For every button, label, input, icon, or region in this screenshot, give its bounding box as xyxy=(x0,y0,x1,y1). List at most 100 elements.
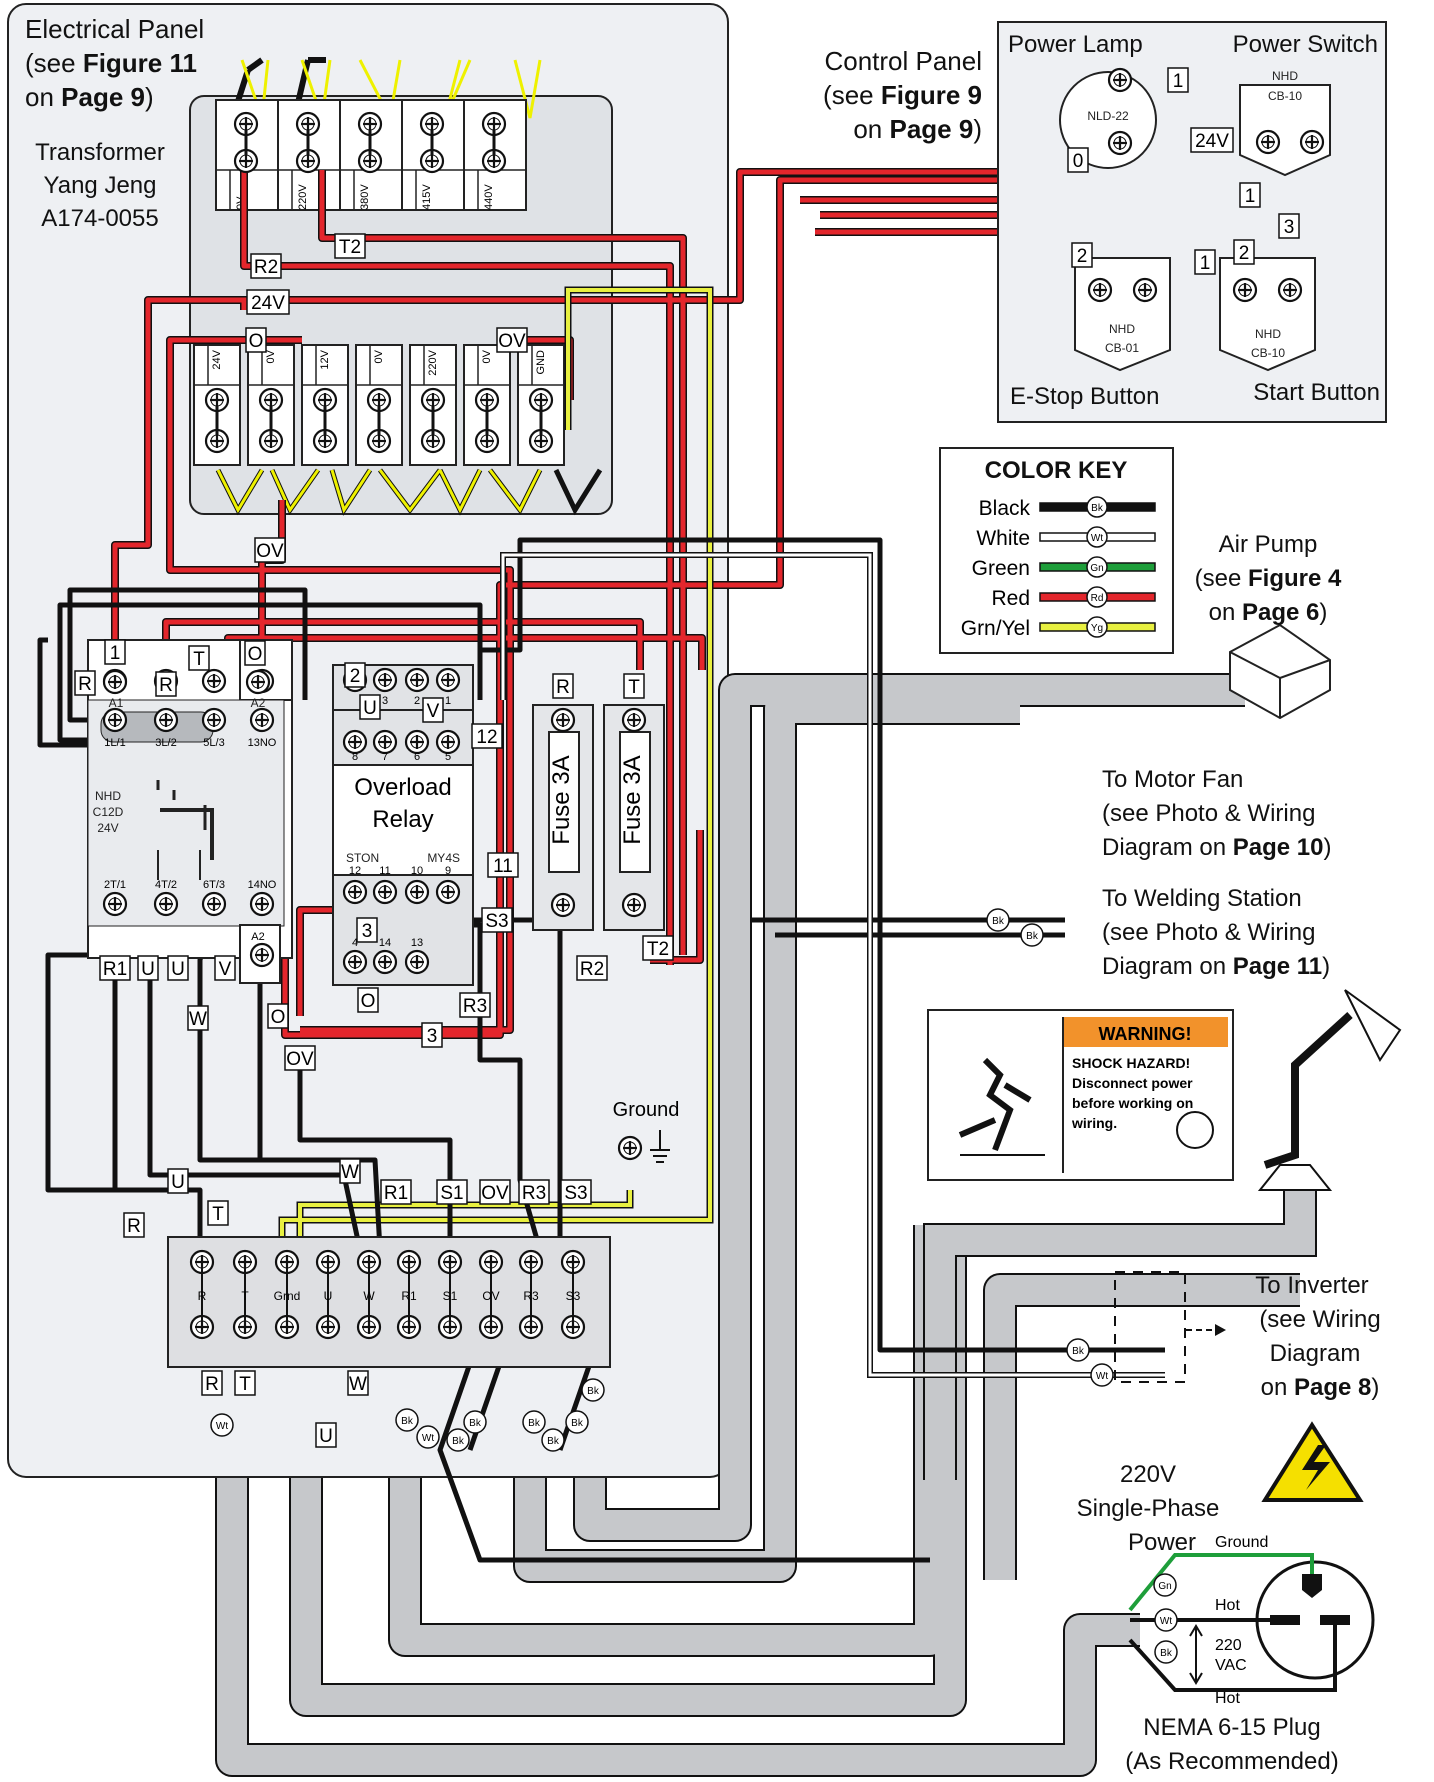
wire-code-bk: Bk xyxy=(1020,923,1044,947)
wire-code-bk: Bk xyxy=(986,908,1010,932)
wire-code-text: Wt xyxy=(1096,1371,1108,1382)
motor-fan-label: To Motor Fan xyxy=(1102,766,1243,793)
wire-tag-tb_s1: S1 xyxy=(436,1179,468,1205)
wire-tag-text: V xyxy=(427,701,440,722)
wire-code-bk: Bk xyxy=(1154,1640,1178,1664)
terminal-label: 380V xyxy=(359,184,371,210)
welding-station-label: To Welding Station xyxy=(1102,885,1302,912)
fuse-holders xyxy=(532,704,665,931)
contactor-terminal-label: 5L/3 xyxy=(203,737,224,749)
screw-icon xyxy=(621,892,647,918)
wire-tag-cp_2b: 2 xyxy=(1233,239,1255,265)
screw-icon xyxy=(435,729,461,755)
relay-num: 2 xyxy=(414,695,420,707)
wire-tag-w: W xyxy=(187,1005,209,1031)
color-key-code: Wt xyxy=(1091,533,1103,544)
wire-tag-cp_1c: 1 xyxy=(1194,249,1216,275)
power-label: Power xyxy=(1128,1529,1196,1556)
relay-num: 5 xyxy=(445,751,451,763)
screw-icon xyxy=(1107,67,1133,93)
wire-code-bk: Bk xyxy=(1066,1338,1090,1362)
terminal-label: 0V xyxy=(373,349,385,363)
relay-num: 3 xyxy=(382,695,388,707)
terminal-block-label: OV xyxy=(482,1289,499,1303)
terminal-label: 415V xyxy=(421,184,433,210)
wire-tag-text: T xyxy=(239,1374,251,1395)
relay-num: 7 xyxy=(382,751,388,763)
wire-tag-tb_r1: R1 xyxy=(380,1179,412,1205)
control-panel-page: on Page 9) xyxy=(853,114,982,144)
lower-jumpers xyxy=(216,469,542,514)
screw-icon xyxy=(1277,277,1303,303)
start-label: Start Button xyxy=(1253,379,1380,406)
power-switch-label: Power Switch xyxy=(1233,31,1378,58)
wire-tag-tb_u: U xyxy=(167,1168,189,1194)
wire-tag-text: T xyxy=(628,677,640,698)
terminal-label: GND xyxy=(535,350,547,375)
power-lamp-label: Power Lamp xyxy=(1008,31,1143,58)
wire-code-bk: Bk xyxy=(446,1428,470,1452)
wire-tag-text: S1 xyxy=(440,1183,463,1204)
lamp-conduit-fill xyxy=(925,1190,1315,1480)
screw-icon xyxy=(1132,277,1158,303)
screw-icon xyxy=(435,879,461,905)
wire-tag-text: R2 xyxy=(580,959,604,980)
contactor-terminal-label: 3L/2 xyxy=(155,737,176,749)
screw-icon xyxy=(153,707,179,733)
transformer-label-3: A174-0055 xyxy=(41,205,158,232)
relay-num: 14 xyxy=(379,937,391,949)
wire-code-text: Bk xyxy=(571,1418,584,1429)
color-key-box xyxy=(939,447,1174,654)
wire-tag-vv: V xyxy=(214,955,236,981)
contactor-a2-lower: A2 xyxy=(251,931,264,943)
inverter-diagram: Diagram xyxy=(1270,1340,1361,1367)
screw-icon xyxy=(372,879,398,905)
terminal-label: 24V xyxy=(211,349,223,369)
relay-num: 12 xyxy=(349,865,361,877)
contactor-l2: C12D xyxy=(93,805,124,819)
wire-code-wt: Wt xyxy=(416,1425,440,1449)
relay-num: 6 xyxy=(414,751,420,763)
warning-line-3: before working on xyxy=(1072,1095,1193,1111)
terminal-block-label: R1 xyxy=(401,1289,417,1303)
inverter-arrow-head xyxy=(1215,1324,1226,1336)
warning-sign xyxy=(927,1009,1234,1181)
wire-tag-cp_1b: 1 xyxy=(1239,182,1261,208)
wire-tag-one: 1 xyxy=(104,639,126,665)
screw-icon xyxy=(201,891,227,917)
wire-tag-text: T2 xyxy=(339,237,361,258)
transformer-label-2: Yang Jeng xyxy=(44,172,157,199)
relay-num: 11 xyxy=(379,865,390,877)
ground-icon xyxy=(617,1130,670,1163)
screw-icon xyxy=(372,667,398,693)
control-panel-box xyxy=(997,21,1387,423)
power-voltage: 220V xyxy=(1120,1461,1176,1488)
wire-code-text: Bk xyxy=(1026,931,1039,942)
terminal-label: 440V xyxy=(483,184,495,210)
wire-code-text: Gn xyxy=(1158,1581,1171,1592)
color-key-title: COLOR KEY xyxy=(985,457,1128,484)
wire-tag-cp_3: 3 xyxy=(1278,213,1300,239)
contactor-a2: A2 xyxy=(251,696,266,710)
wire-tag-text: R xyxy=(159,675,173,696)
plug-voltage-1: 220 xyxy=(1215,1637,1242,1654)
wire-tag-u: U xyxy=(359,694,381,720)
plug-face xyxy=(1255,1560,1375,1680)
relay-num: 10 xyxy=(411,865,423,877)
wire-tag-tb_r3: R3 xyxy=(518,1179,550,1205)
wire-code-text: Bk xyxy=(992,916,1005,927)
text-layer: Electrical Panel (see Figure 11 on Page … xyxy=(25,14,1381,1775)
screw-icon xyxy=(1087,277,1113,303)
wire-tag-lo_u: U xyxy=(315,1422,337,1448)
start-model-2: CB-10 xyxy=(1251,346,1285,360)
wire-code-text: Wt xyxy=(1160,1616,1172,1627)
wire-tag-o2: O xyxy=(244,640,266,666)
wire-tag-three_b: 3 xyxy=(421,1022,443,1048)
estop-label: E-Stop Button xyxy=(1010,383,1159,410)
wire-code-text: Wt xyxy=(216,1421,228,1432)
wire-tag-text: 24V xyxy=(1195,131,1229,152)
